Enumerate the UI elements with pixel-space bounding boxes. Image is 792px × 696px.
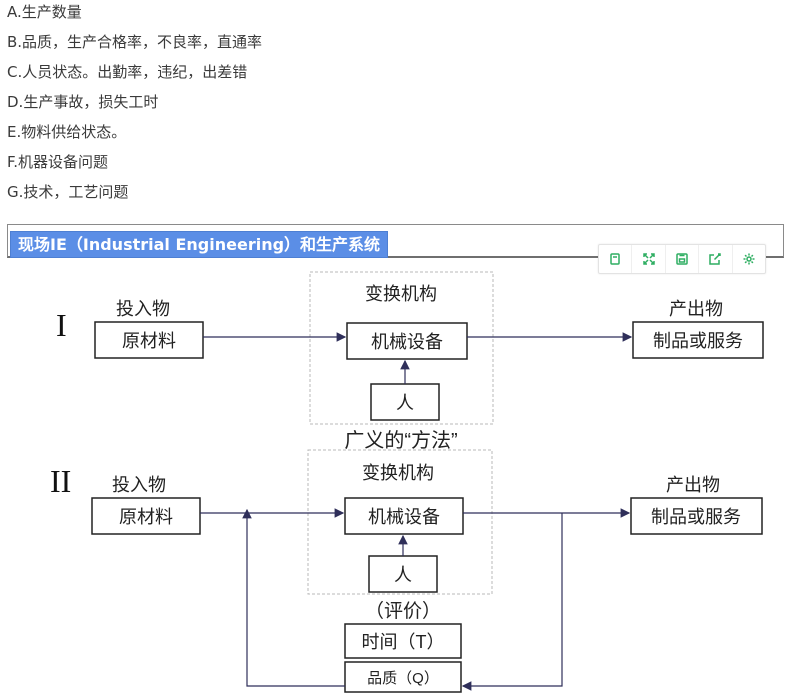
product-service-box bbox=[632, 321, 764, 359]
evaluation-label: （评价） bbox=[365, 600, 441, 622]
input-label-2: 投入物 bbox=[112, 475, 166, 495]
roman-numeral-1: I bbox=[56, 307, 67, 343]
transform-dashed-frame bbox=[309, 271, 494, 425]
quality-box bbox=[344, 661, 462, 693]
machine-label-2: 机械设备 bbox=[368, 507, 440, 527]
time-box bbox=[344, 623, 462, 659]
quality-label: 品质（Q） bbox=[367, 670, 439, 687]
section-frame bbox=[7, 224, 784, 258]
diagram-canvas: I 投入物 原材料 变换机构 机械设备 人 产出物 制品或服务 广义的“方法” … bbox=[50, 271, 764, 693]
list-item: G.技术，工艺问题 bbox=[7, 183, 129, 201]
expand-icon bbox=[642, 253, 655, 265]
feedback-to-input bbox=[242, 508, 345, 687]
input-label: 投入物 bbox=[116, 299, 170, 319]
list-item: B.品质，生产合格率，不良率，直通率 bbox=[7, 33, 263, 51]
settings-icon bbox=[743, 253, 755, 265]
person-label-2: 人 bbox=[394, 565, 412, 585]
raw-material-box bbox=[94, 321, 204, 359]
settings-button[interactable] bbox=[733, 245, 765, 273]
production-system-diagram: I 投入物 原材料 变换机构 机械设备 人 产出物 制品或服务 广义的“方法” … bbox=[0, 270, 792, 696]
list-item: A.生产数量 bbox=[7, 3, 82, 21]
expand-button[interactable] bbox=[632, 245, 666, 273]
roman-numeral-2: II bbox=[50, 463, 71, 499]
machine-box-2 bbox=[344, 497, 464, 535]
feedback-from-output bbox=[461, 513, 563, 691]
raw-material-label: 原材料 bbox=[122, 331, 176, 351]
list-item: D.生产事故，损失工时 bbox=[7, 93, 159, 111]
transform-label-2: 变换机构 bbox=[362, 463, 434, 483]
product-service-box-2 bbox=[630, 497, 763, 535]
transform-label: 变换机构 bbox=[365, 284, 437, 304]
machine-box bbox=[346, 322, 468, 360]
list-item: C.人员状态。出勤率，违纪，出差错 bbox=[7, 63, 248, 81]
output-label-2: 产出物 bbox=[666, 475, 720, 495]
save-icon bbox=[676, 253, 688, 265]
copy-button[interactable] bbox=[599, 245, 633, 273]
list-item: E.物料供给状态。 bbox=[7, 123, 127, 141]
product-service-label: 制品或服务 bbox=[653, 331, 743, 351]
method-label: 广义的“方法” bbox=[344, 429, 457, 452]
product-service-label-2: 制品或服务 bbox=[651, 507, 741, 527]
image-toolbar bbox=[598, 244, 766, 274]
section-title: 现场IE（Industrial Engineering）和生产系统 bbox=[10, 231, 389, 258]
time-label: 时间（T） bbox=[362, 632, 445, 652]
machine-label: 机械设备 bbox=[371, 332, 443, 352]
person-label: 人 bbox=[396, 393, 414, 413]
transform-dashed-frame-2 bbox=[307, 449, 493, 595]
copy-icon bbox=[610, 253, 620, 265]
raw-material-label-2: 原材料 bbox=[119, 507, 173, 527]
requirement-list: A.生产数量 B.品质，生产合格率，不良率，直通率 C.人员状态。出勤率，违纪，… bbox=[7, 0, 262, 210]
output-label: 产出物 bbox=[669, 299, 723, 319]
raw-material-box-2 bbox=[91, 497, 201, 535]
save-button[interactable] bbox=[666, 245, 700, 273]
share-button[interactable] bbox=[699, 245, 733, 273]
share-icon bbox=[709, 253, 722, 265]
list-item: F.机器设备问题 bbox=[7, 153, 108, 171]
